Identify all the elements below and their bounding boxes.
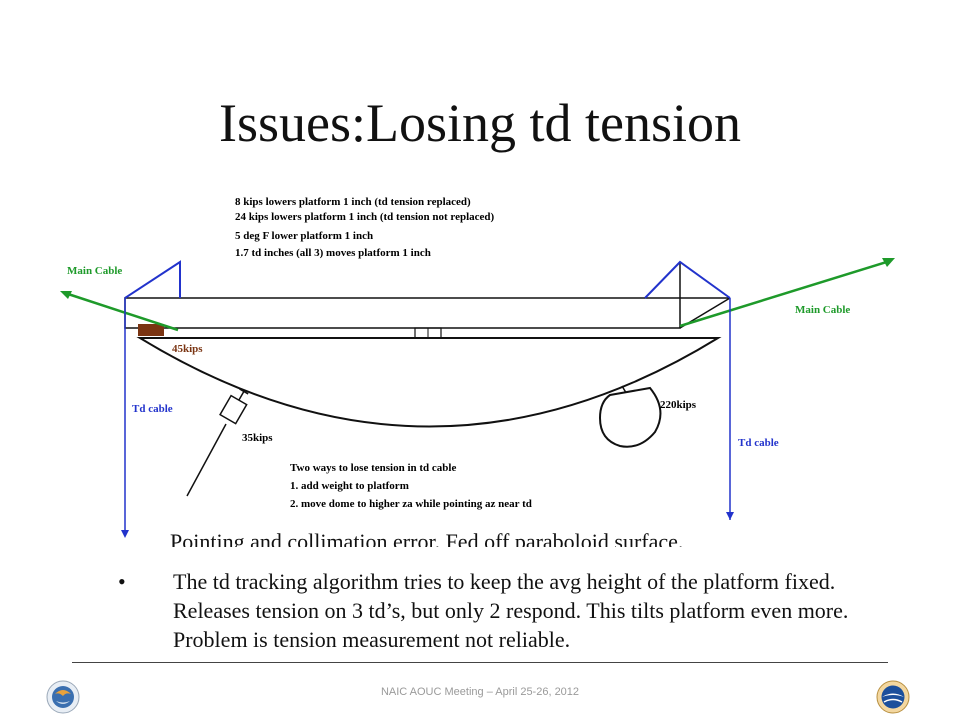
weight-45kips-label: 45kips bbox=[172, 343, 203, 355]
nsf-logo-icon bbox=[876, 680, 910, 714]
main-cable-left bbox=[64, 291, 179, 332]
main-cable-right-arrow bbox=[882, 258, 895, 267]
td-cable-right-label: Td cable bbox=[738, 437, 779, 449]
gregorian-dome bbox=[598, 386, 662, 448]
bullet-marker: • bbox=[118, 569, 126, 594]
footer-divider bbox=[72, 662, 888, 663]
weight-35kips-label: 35kips bbox=[242, 432, 273, 444]
td-cable-right-arrow bbox=[726, 512, 734, 520]
main-cable-left-arrow bbox=[60, 291, 72, 299]
note-line-2: 24 kips lowers platform 1 inch (td tensi… bbox=[235, 211, 495, 223]
weight-220kips-label: 220kips bbox=[660, 399, 697, 411]
feed-arm bbox=[186, 423, 227, 497]
note-line-1: 8 kips lowers platform 1 inch (td tensio… bbox=[235, 196, 471, 208]
diagram-background bbox=[120, 185, 895, 523]
bullet-item: • The td tracking algorithm tries to kee… bbox=[118, 567, 858, 654]
slide-title: Issues:Losing td tension bbox=[219, 93, 741, 153]
note-line-3: 5 deg F lower platform 1 inch bbox=[235, 230, 373, 242]
ways-item-2: 2. move dome to higher za while pointing… bbox=[290, 498, 532, 510]
main-cable-left-label: Main Cable bbox=[67, 265, 122, 277]
bullet-partial-text: Pointing and collimation error. Fed off … bbox=[170, 529, 684, 547]
weight-45kips bbox=[138, 324, 164, 336]
main-cable-right-label: Main Cable bbox=[795, 304, 850, 316]
right-truss bbox=[644, 260, 731, 299]
ways-item-1: 1. add weight to platform bbox=[290, 480, 409, 492]
note-line-4: 1.7 td inches (all 3) moves platform 1 i… bbox=[235, 247, 431, 259]
td-cable-left-label: Td cable bbox=[132, 403, 173, 415]
td-cable-left-arrow bbox=[121, 530, 129, 538]
left-truss bbox=[124, 260, 181, 299]
ways-title: Two ways to lose tension in td cable bbox=[290, 462, 456, 474]
naic-logo-icon bbox=[46, 680, 80, 714]
footer-text: NAIC AOUC Meeting – April 25-26, 2012 bbox=[380, 686, 580, 698]
azimuth-arm bbox=[136, 337, 722, 428]
bullet-text: The td tracking algorithm tries to keep … bbox=[173, 569, 849, 652]
main-cable-right bbox=[679, 259, 891, 328]
feed-horn bbox=[219, 388, 249, 425]
